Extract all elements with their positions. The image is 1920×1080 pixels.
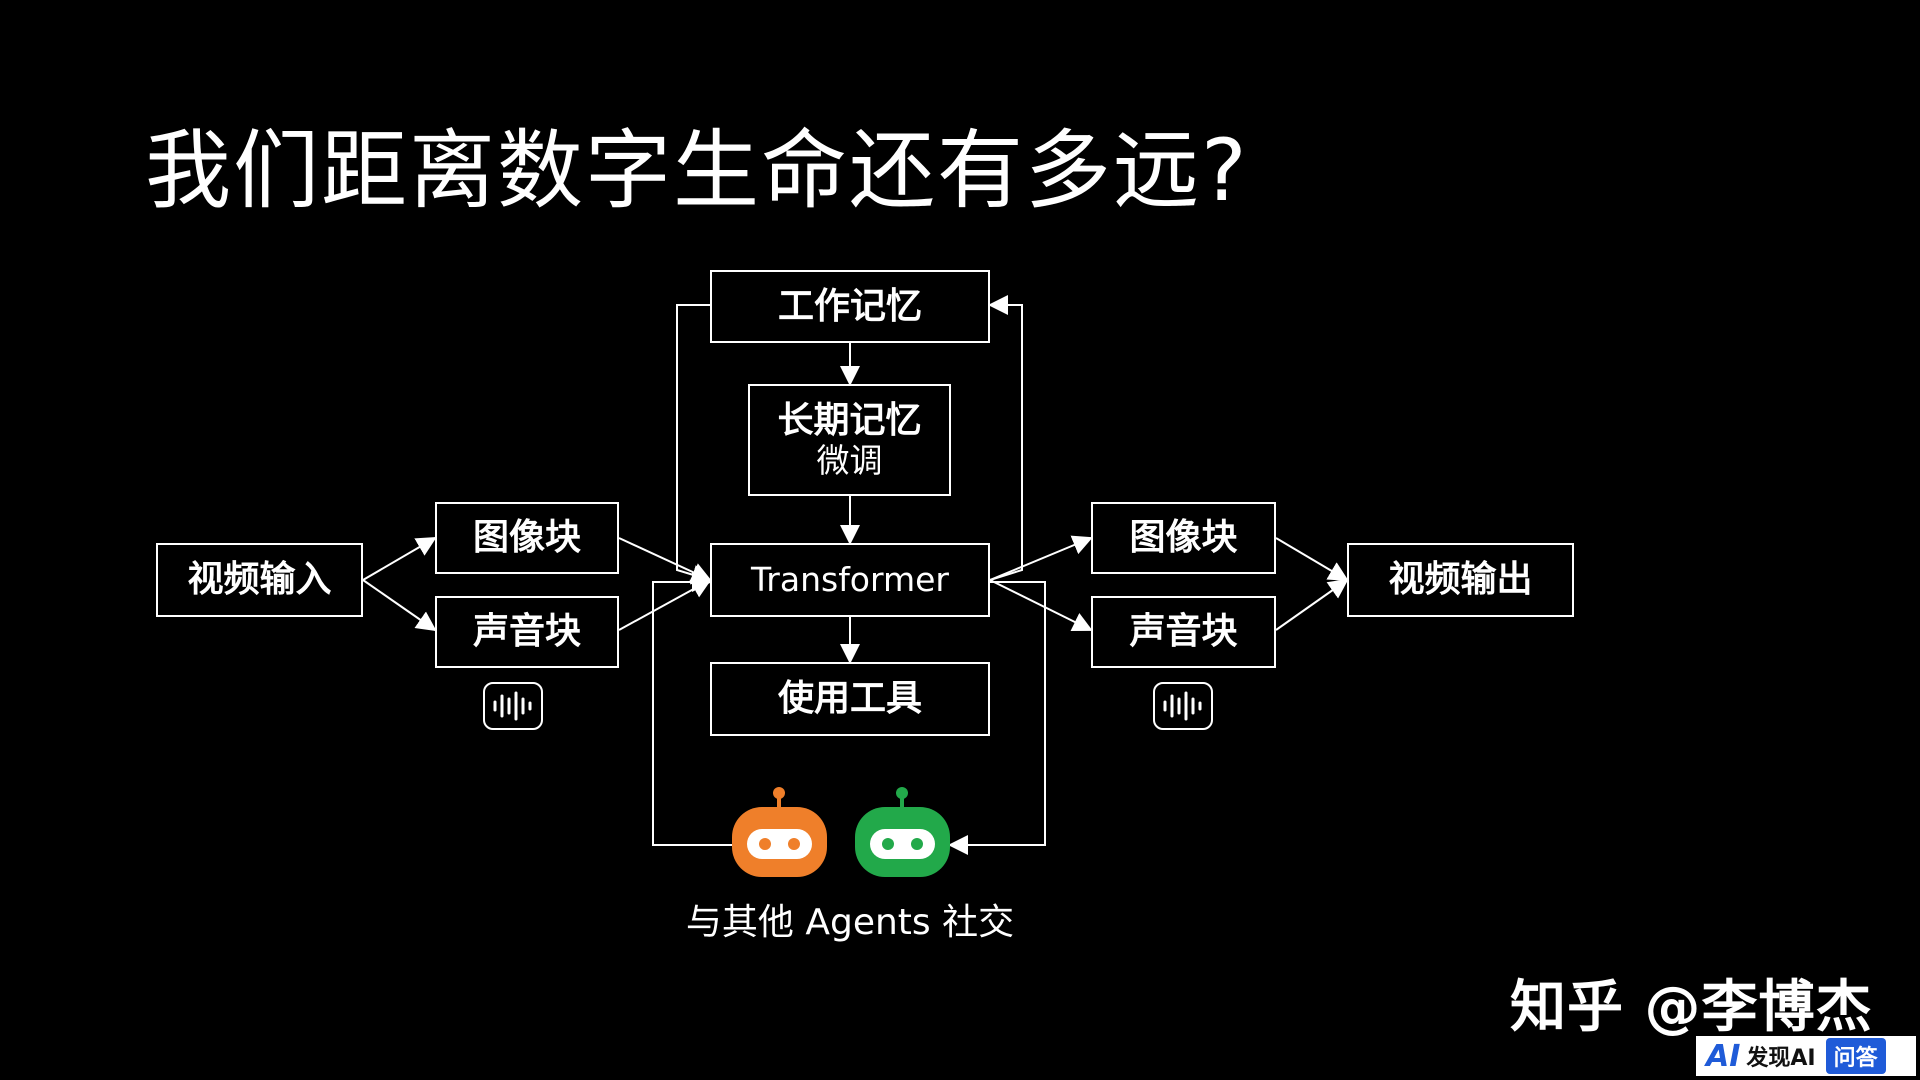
audio-block-input-box: 声音块: [435, 596, 619, 668]
audio-block-output-box: 声音块: [1091, 596, 1276, 668]
video-input-box: 视频输入: [156, 543, 363, 617]
video-output-box: 视频输出: [1347, 543, 1574, 617]
use-tools-box: 使用工具: [710, 662, 990, 736]
transformer-box: Transformer: [710, 543, 990, 617]
long-term-memory-box: 长期记忆 微调: [748, 384, 951, 496]
audio-wave-icon: [483, 682, 543, 730]
video-output-label: 视频输出: [1388, 559, 1533, 601]
audio-block-input-label: 声音块: [472, 611, 581, 653]
page-title: 我们距离数字生命还有多远?: [145, 121, 1249, 221]
working-memory-box: 工作记忆: [710, 270, 990, 343]
robot-green-icon: [855, 787, 950, 877]
image-block-output-box: 图像块: [1091, 502, 1276, 574]
badge-qa-button[interactable]: 问答: [1825, 1038, 1886, 1074]
robot-orange-icon: [732, 787, 827, 877]
image-block-output-label: 图像块: [1129, 517, 1238, 559]
audio-block-output-label: 声音块: [1129, 611, 1238, 653]
transformer-label: Transformer: [750, 560, 950, 600]
image-block-input-label: 图像块: [472, 517, 581, 559]
ai-logo-icon: AI: [1706, 1038, 1741, 1074]
long-term-memory-label: 长期记忆: [777, 400, 922, 442]
badge-name: 发现AI: [1746, 1046, 1816, 1071]
agents-caption: 与其他 Agents 社交: [685, 902, 1015, 943]
source-badge[interactable]: AI 发现AI 问答: [1696, 1036, 1916, 1076]
working-memory-label: 工作记忆: [777, 285, 922, 327]
audio-wave-icon: [1153, 682, 1213, 730]
image-block-input-box: 图像块: [435, 502, 619, 574]
video-input-label: 视频输入: [187, 559, 332, 601]
watermark: 知乎 @李博杰: [1510, 975, 1873, 1040]
use-tools-label: 使用工具: [777, 678, 922, 720]
fine-tune-label: 微调: [816, 440, 883, 480]
